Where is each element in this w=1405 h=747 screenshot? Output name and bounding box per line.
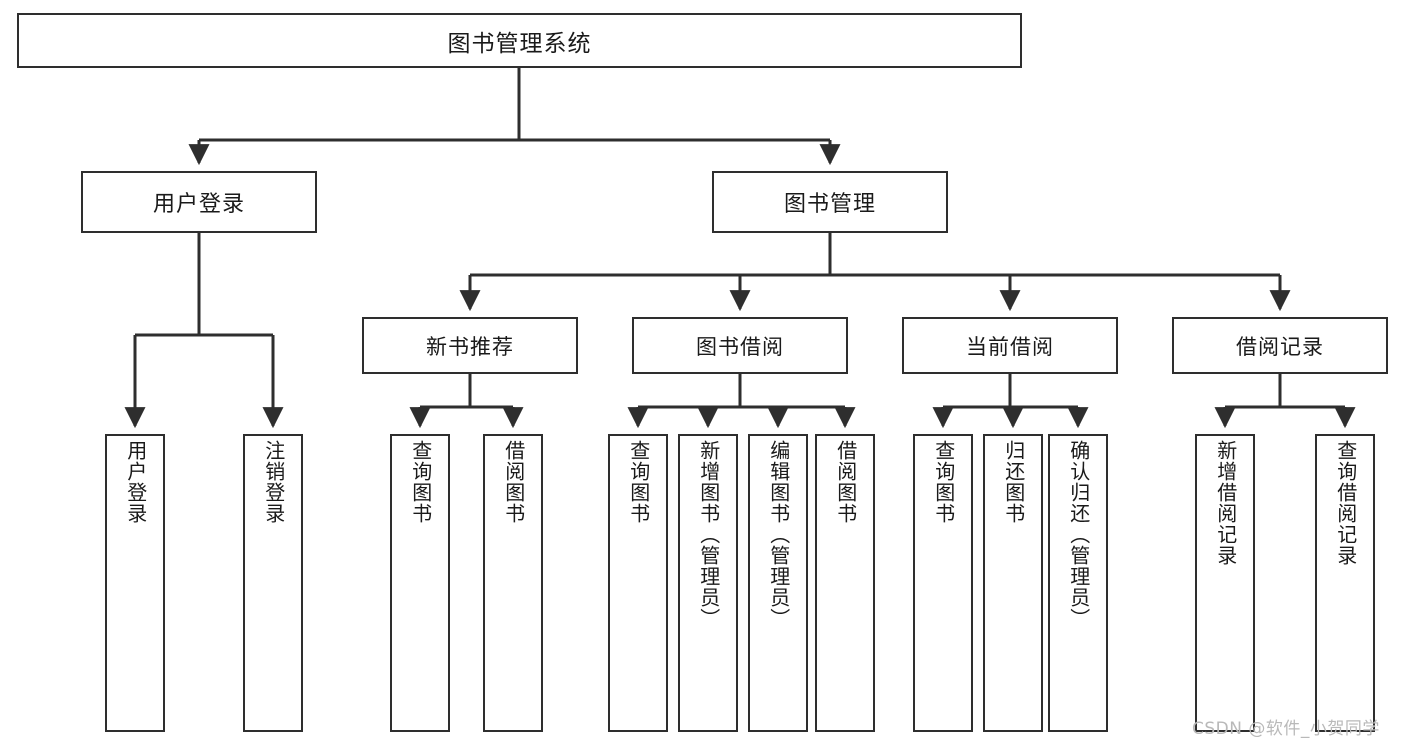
leaf-confirm-return-admin-label: 确认归还（管理员） [1066, 440, 1091, 629]
leaf-query-borrow-record[interactable]: 查询借阅记录 [1315, 434, 1375, 732]
node-new-book-recommend[interactable]: 新书推荐 [362, 317, 578, 374]
node-user-login[interactable]: 用户登录 [81, 171, 317, 233]
node-new-book-recommend-label: 新书推荐 [426, 334, 514, 359]
csdn-watermark: CSDN @软件_小贺同学 [1192, 719, 1380, 739]
node-borrow-record[interactable]: 借阅记录 [1172, 317, 1388, 374]
leaf-return-book[interactable]: 归还图书 [983, 434, 1043, 732]
leaf-query-book-borrow[interactable]: 查询图书 [608, 434, 668, 732]
leaf-borrow-book[interactable]: 借阅图书 [815, 434, 875, 732]
leaf-borrow-book-recommend[interactable]: 借阅图书 [483, 434, 543, 732]
leaf-user-login-label: 用户登录 [123, 440, 148, 524]
leaf-user-login[interactable]: 用户登录 [105, 434, 165, 732]
leaf-borrow-book-label: 借阅图书 [833, 440, 858, 524]
node-root[interactable]: 图书管理系统 [17, 13, 1022, 68]
node-book-borrow-label: 图书借阅 [696, 334, 784, 359]
leaf-confirm-return-admin[interactable]: 确认归还（管理员） [1048, 434, 1108, 732]
leaf-add-book-admin-label: 新增图书（管理员） [696, 440, 721, 629]
leaf-query-book-recommend[interactable]: 查询图书 [390, 434, 450, 732]
node-book-borrow[interactable]: 图书借阅 [632, 317, 848, 374]
node-current-borrow[interactable]: 当前借阅 [902, 317, 1118, 374]
node-root-label: 图书管理系统 [447, 30, 592, 57]
node-book-manage-label: 图书管理 [783, 192, 876, 217]
leaf-edit-book-admin-label: 编辑图书（管理员） [766, 440, 791, 629]
leaf-user-logout-label: 注销登录 [261, 440, 286, 524]
leaf-borrow-book-recommend-label: 借阅图书 [501, 440, 526, 524]
leaf-user-logout[interactable]: 注销登录 [243, 434, 303, 732]
node-book-manage[interactable]: 图书管理 [712, 171, 948, 233]
leaf-add-book-admin[interactable]: 新增图书（管理员） [678, 434, 738, 732]
leaf-return-book-label: 归还图书 [1001, 440, 1026, 524]
leaf-query-book-current-label: 查询图书 [931, 440, 956, 524]
leaf-query-book-borrow-label: 查询图书 [626, 440, 651, 524]
leaf-add-borrow-record-label: 新增借阅记录 [1213, 440, 1238, 566]
leaf-query-borrow-record-label: 查询借阅记录 [1333, 440, 1358, 566]
leaf-add-borrow-record[interactable]: 新增借阅记录 [1195, 434, 1255, 732]
node-current-borrow-label: 当前借阅 [966, 334, 1054, 359]
node-user-login-label: 用户登录 [152, 192, 245, 217]
leaf-query-book-recommend-label: 查询图书 [408, 440, 433, 524]
leaf-query-book-current[interactable]: 查询图书 [913, 434, 973, 732]
node-borrow-record-label: 借阅记录 [1236, 334, 1324, 359]
leaf-edit-book-admin[interactable]: 编辑图书（管理员） [748, 434, 808, 732]
